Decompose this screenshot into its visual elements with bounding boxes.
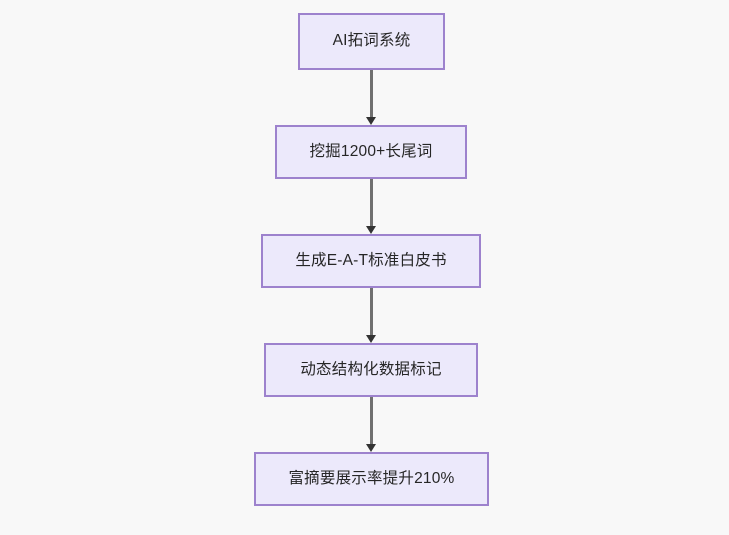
flow-edge-1-2 bbox=[369, 70, 373, 117]
flow-node-label: 富摘要展示率提升210% bbox=[288, 469, 455, 487]
flow-node-label: 动态结构化数据标记 bbox=[300, 360, 442, 378]
flow-arrowhead-1-2 bbox=[365, 117, 376, 125]
flow-node-rich-snippet-impression-uplift[interactable]: 富摘要展示率提升210% bbox=[254, 452, 489, 506]
flow-arrowhead-4-5 bbox=[365, 444, 376, 452]
flow-edge-3-4 bbox=[369, 288, 373, 335]
flow-node-generate-eat-whitepaper[interactable]: 生成E-A-T标准白皮书 bbox=[261, 234, 481, 288]
flow-node-label: 生成E-A-T标准白皮书 bbox=[295, 251, 447, 269]
flow-edge-2-3 bbox=[369, 179, 373, 226]
flow-node-dynamic-structured-data-markup[interactable]: 动态结构化数据标记 bbox=[264, 343, 478, 397]
flow-node-label: 挖掘1200+长尾词 bbox=[309, 142, 433, 160]
flow-node-mine-longtail-keywords[interactable]: 挖掘1200+长尾词 bbox=[275, 125, 467, 179]
flow-node-label: AI拓词系统 bbox=[332, 32, 411, 50]
flow-edge-4-5 bbox=[369, 397, 373, 444]
flow-arrowhead-2-3 bbox=[365, 226, 376, 234]
flow-node-ai-keyword-system[interactable]: AI拓词系统 bbox=[298, 13, 445, 70]
flow-arrowhead-3-4 bbox=[365, 335, 376, 343]
